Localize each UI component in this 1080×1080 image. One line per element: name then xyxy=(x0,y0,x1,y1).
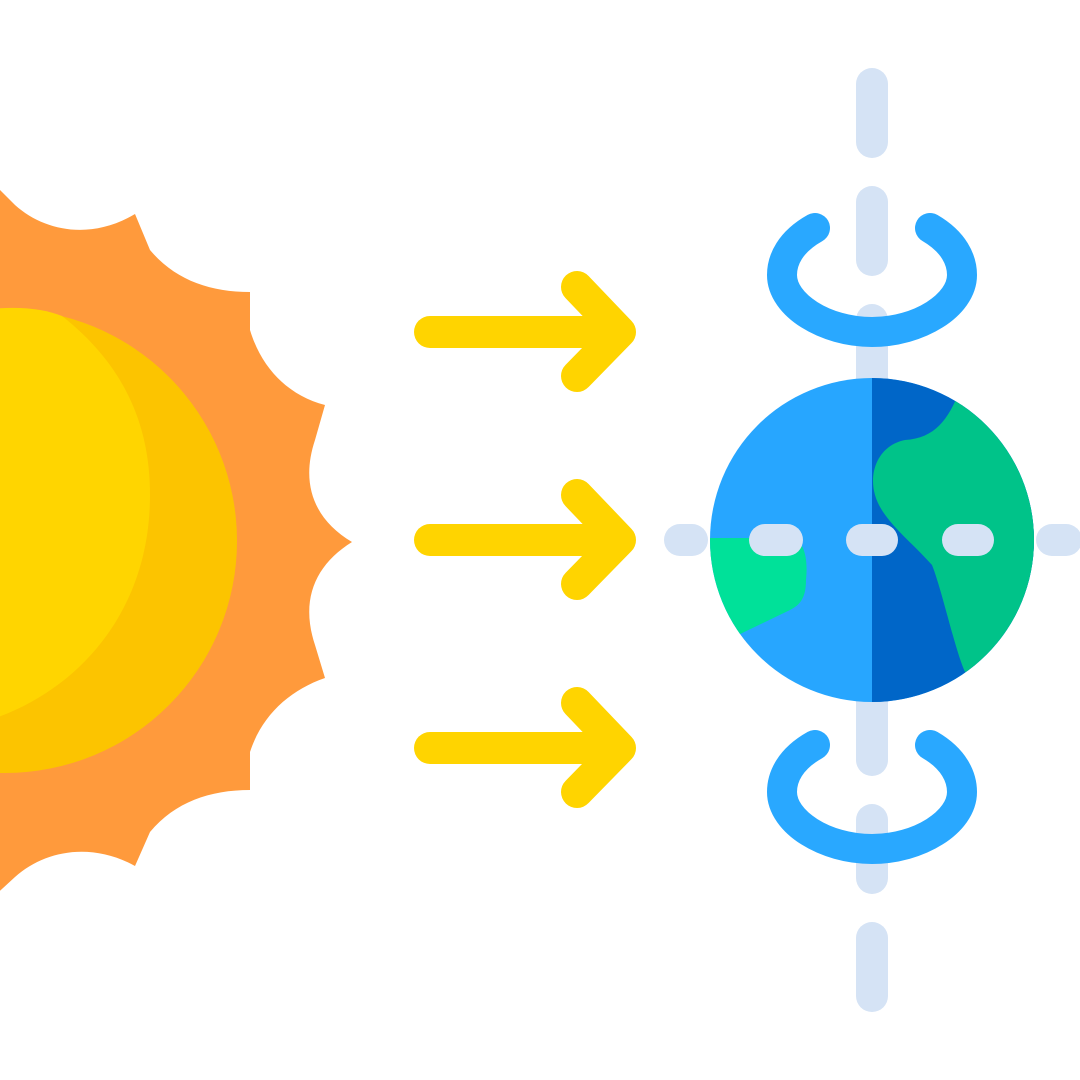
sun-body xyxy=(0,307,150,717)
arrow-head xyxy=(561,687,636,808)
rotation-indicators xyxy=(766,213,978,865)
earth-globe-icon xyxy=(710,378,1034,702)
arrow-head xyxy=(561,271,636,392)
arrow-head xyxy=(561,479,636,600)
rotation-arrow-icon xyxy=(766,213,978,348)
rotation-arrow-icon xyxy=(766,730,978,865)
sun-icon xyxy=(0,190,352,891)
arrow-right-icon xyxy=(414,687,636,808)
sunlight-arrows xyxy=(414,271,636,808)
arrow-right-icon xyxy=(414,479,636,600)
arrow-right-icon xyxy=(414,271,636,392)
